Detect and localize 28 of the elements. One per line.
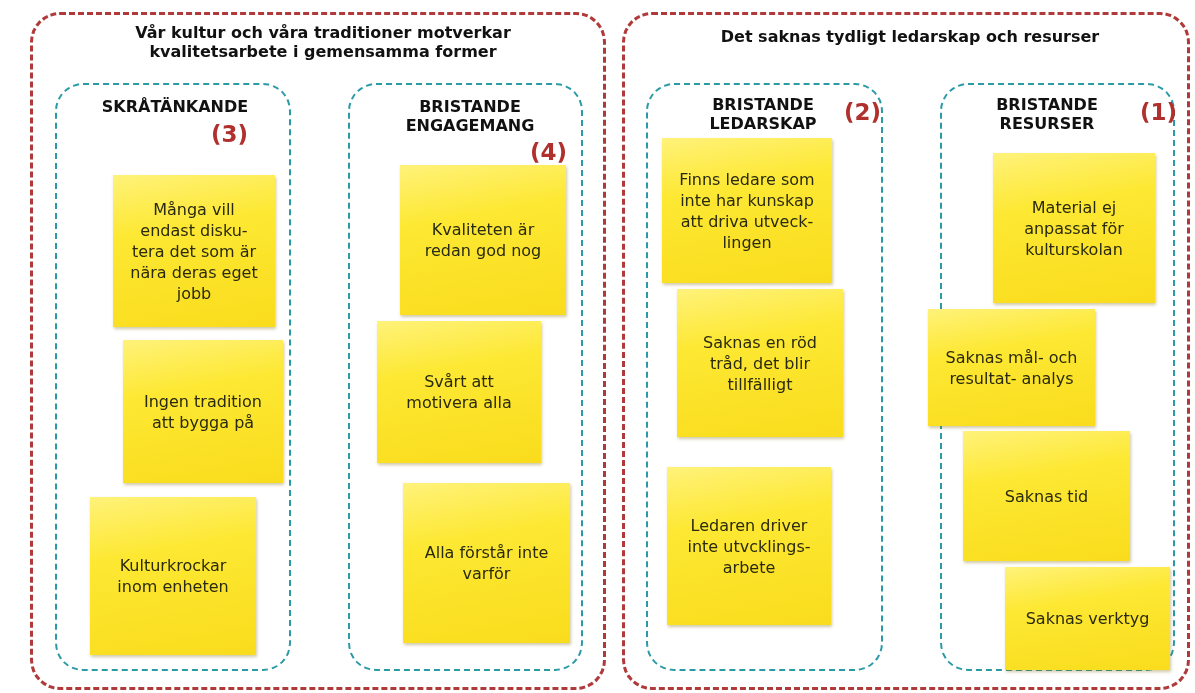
sticky-note: Saknas en röd tråd, det blir tillfälligt [677, 289, 843, 437]
sticky-note: Ledaren driver inte utvcklings- arbete [667, 467, 831, 625]
group-title: BRISTANDE ENGAGEMANG [404, 97, 536, 135]
group-title: BRISTANDE RESURSER [995, 95, 1099, 133]
sticky-note: Finns ledare som inte har kunskap att driva utveck- lingen [662, 138, 832, 283]
group-title: Vår kultur och våra traditioner motverkar kvalitetsarbete i gemensamma former [134, 23, 512, 61]
rank-number: (3) [211, 121, 249, 147]
sticky-note: Många vill endast disku- tera det som är nära deras eget jobb [113, 175, 275, 327]
sticky-note: Saknas verktyg [1005, 567, 1170, 670]
category-frame [646, 83, 883, 671]
group-title: SKRÅTÄNKANDE [100, 97, 250, 116]
sticky-note: Saknas tid [963, 431, 1130, 561]
rank-number: (2) [844, 99, 882, 125]
group-title: BRISTANDE LEDARSKAP [708, 95, 818, 133]
sticky-note: Saknas mål- och resultat- analys [928, 309, 1095, 426]
sticky-note: Svårt att motivera alla [377, 321, 541, 463]
sticky-note: Alla förstår inte varför [403, 483, 570, 643]
sticky-note: Kulturkrockar inom enheten [90, 497, 256, 655]
category-frame [55, 83, 291, 671]
rank-number: (1) [1140, 99, 1178, 125]
theme-frame [622, 12, 1190, 690]
sticky-note: Kvaliteten är redan god nog [400, 165, 566, 315]
category-frame [348, 83, 583, 671]
sticky-note: Material ej anpassat för kulturskolan [993, 153, 1155, 303]
rank-number: (4) [530, 139, 568, 165]
sticky-note: Ingen tradition att bygga på [123, 340, 283, 483]
group-title: Det saknas tydligt ledarskap och resurser [719, 27, 1101, 46]
theme-frame [30, 12, 606, 690]
